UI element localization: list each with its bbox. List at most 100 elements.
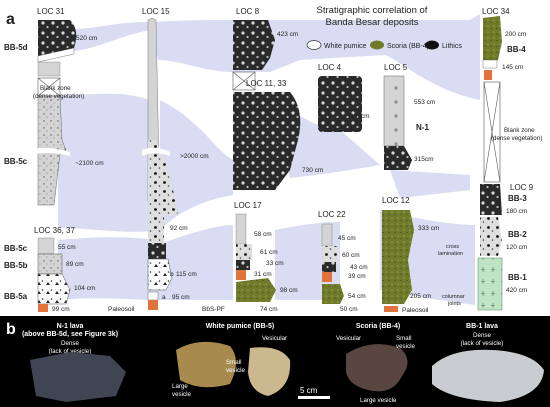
sample2-title: White pumice (BB-5) [206, 323, 274, 330]
sample3-desc3: vesicle [396, 343, 415, 350]
loc15-92: 92 cm [170, 225, 188, 232]
sample1-desc2: (lack of vesicle) [49, 348, 92, 355]
loc15-label: LOC 15 [142, 7, 170, 16]
loc5-553: 553 cm [414, 99, 435, 106]
sample3-desc1: Vesicular [336, 335, 361, 342]
loc12-205: 205 cm [410, 293, 431, 300]
loc11-33-label: LOC 11, 33 [246, 79, 287, 88]
sample3-title: Scoria (BB-4) [356, 323, 400, 330]
white-pumice-swatch [306, 40, 322, 50]
loc15-115: 115 cm [176, 271, 197, 278]
column-loc5: LOC 5 553 cm N-1 315cm [383, 63, 435, 170]
blank-zone-left-1: Blank zone [40, 85, 71, 92]
loc8-730: 730 cm [302, 167, 323, 174]
sample1-desc1: Dense [61, 340, 79, 347]
column-loc36-37: LOC 36, 37 BB-5c BB-5b BB-5a 55 cm 89 cm… [4, 226, 95, 313]
loc22-60: 60 cm [342, 252, 360, 259]
loc36-99: 99 cm [52, 306, 70, 313]
sample-n1-lava: N-1 lava (above BB-5d, see Figure 3k) De… [22, 323, 126, 402]
loc22-54: 54 cm [348, 293, 366, 300]
sample3-desc4: Large vesicle [360, 397, 397, 404]
loc9-420: 420 cm [506, 287, 527, 294]
loc22-45: 45 cm [338, 235, 356, 242]
sample4-desc1: Dense [473, 332, 491, 339]
unit-bb4: BB-4 [507, 45, 526, 54]
cross-lamination-1: cross [446, 244, 459, 250]
loc15-95: 95 cm [172, 294, 190, 301]
figure-title-line2: Banda Besar deposits [326, 17, 419, 28]
loc31-2100: ~2100 cm [75, 160, 104, 167]
panel-b-label: b [6, 321, 16, 338]
loc8-423: 423 cm [277, 31, 298, 38]
loc17-98: 98 cm [280, 287, 298, 294]
sample2-desc1: Vesicular [262, 335, 287, 342]
loc34-200: 200 cm [505, 31, 526, 38]
loc34-label: LOC 34 [482, 7, 510, 16]
loc22-50: 50 cm [340, 306, 358, 313]
paleosoil-1: Paleosoil [108, 306, 135, 313]
sample-scoria: Scoria (BB-4) Vesicular Small vesicle La… [336, 323, 415, 404]
columnar-joints-2: joints [447, 301, 461, 307]
loc8-label: LOC 8 [236, 7, 260, 16]
sample1-title: N-1 lava [57, 323, 84, 330]
cross-lamination-2: lamination [438, 251, 463, 257]
loc15-sub-a: a [162, 294, 166, 301]
sample1-subtitle: (above BB-5d, see Figure 3k) [22, 331, 118, 338]
figure-title-line1: Stratigraphic correlation of [317, 5, 428, 16]
unit-bb3: BB-3 [508, 194, 527, 203]
sample2-desc4: Small [226, 359, 241, 366]
loc15-sub-b: b [170, 271, 174, 278]
blank-zone-left-2: (dense vegetation) [33, 93, 84, 100]
loc22-43: 43 cm [350, 264, 368, 271]
sample-bb1-lava: BB-1 lava Dense (lack of vesicle) [432, 323, 544, 402]
column-loc17: LOC 17 58 cm 61 cm 33 cm 31 cm 98 cm 74 … [202, 201, 298, 313]
loc31-520: 520 cm [76, 35, 97, 42]
columnar-joints-1: columnar [442, 294, 465, 300]
column-loc22: LOC 22 45 cm 60 cm 43 cm 39 cm 54 cm 50 … [318, 210, 368, 313]
scoria-swatch [370, 40, 384, 50]
panel-a-label: a [6, 11, 15, 28]
loc17-33: 33 cm [266, 260, 284, 267]
blank-zone-right-1: Blank zone [504, 127, 535, 134]
unit-bb2: BB-2 [508, 230, 527, 239]
loc4-385: 385cm [350, 113, 370, 120]
loc15-2000: >2000 cm [180, 153, 209, 160]
column-loc31: LOC 31 BB-5d BB-5c 520 cm ~2100 cm Blank… [4, 7, 104, 206]
loc36-55: 55 cm [58, 244, 76, 251]
loc31-label: LOC 31 [37, 7, 65, 16]
loc17-label: LOC 17 [234, 201, 262, 210]
column-loc8: LOC 8 423 cm LOC 11, 33 730 cm [232, 7, 323, 190]
loc34-145: 145 cm [502, 64, 523, 71]
unit-bb5b: BB-5b [4, 261, 28, 270]
sample3-desc2: Small [396, 335, 411, 342]
loc9-120: 120 cm [506, 244, 527, 251]
sample4-title: BB-1 lava [466, 323, 498, 330]
paleosoil-2: Paleosoil [402, 307, 429, 314]
scale-bar-label: 5 cm [300, 386, 318, 395]
unit-bb5c: BB-5c [4, 157, 28, 166]
unit-bb1: BB-1 [508, 273, 527, 282]
loc5-315: 315cm [414, 156, 434, 163]
lithics-swatch [425, 40, 439, 50]
sample2-desc2: Large [172, 383, 188, 390]
loc9-180: 180 cm [506, 208, 527, 215]
loc17-74: 74 cm [260, 306, 278, 313]
legend-lithics: Lithics [442, 43, 462, 50]
bbs-pf: BbS-PF [202, 306, 225, 313]
loc17-61: 61 cm [260, 249, 278, 256]
loc9-label: LOC 9 [510, 183, 534, 192]
sample2-desc5: vesicle [226, 367, 245, 374]
column-loc12: LOC 12 333 cm 205 cm Paleosoil [382, 196, 439, 314]
loc12-label: LOC 12 [382, 196, 410, 205]
scale-bar: 5 cm [298, 386, 330, 399]
legend-white-pumice: White pumice [324, 43, 367, 50]
loc12-333: 333 cm [418, 225, 439, 232]
sample4-desc2: (lack of vesicle) [461, 340, 504, 347]
loc36-37-label: LOC 36, 37 [34, 226, 75, 235]
column-loc4: LOC 4 385cm [318, 63, 370, 132]
loc22-39: 39 cm [348, 273, 366, 280]
unit-n1: N-1 [416, 123, 429, 132]
loc36-104: 104 cm [74, 285, 95, 292]
